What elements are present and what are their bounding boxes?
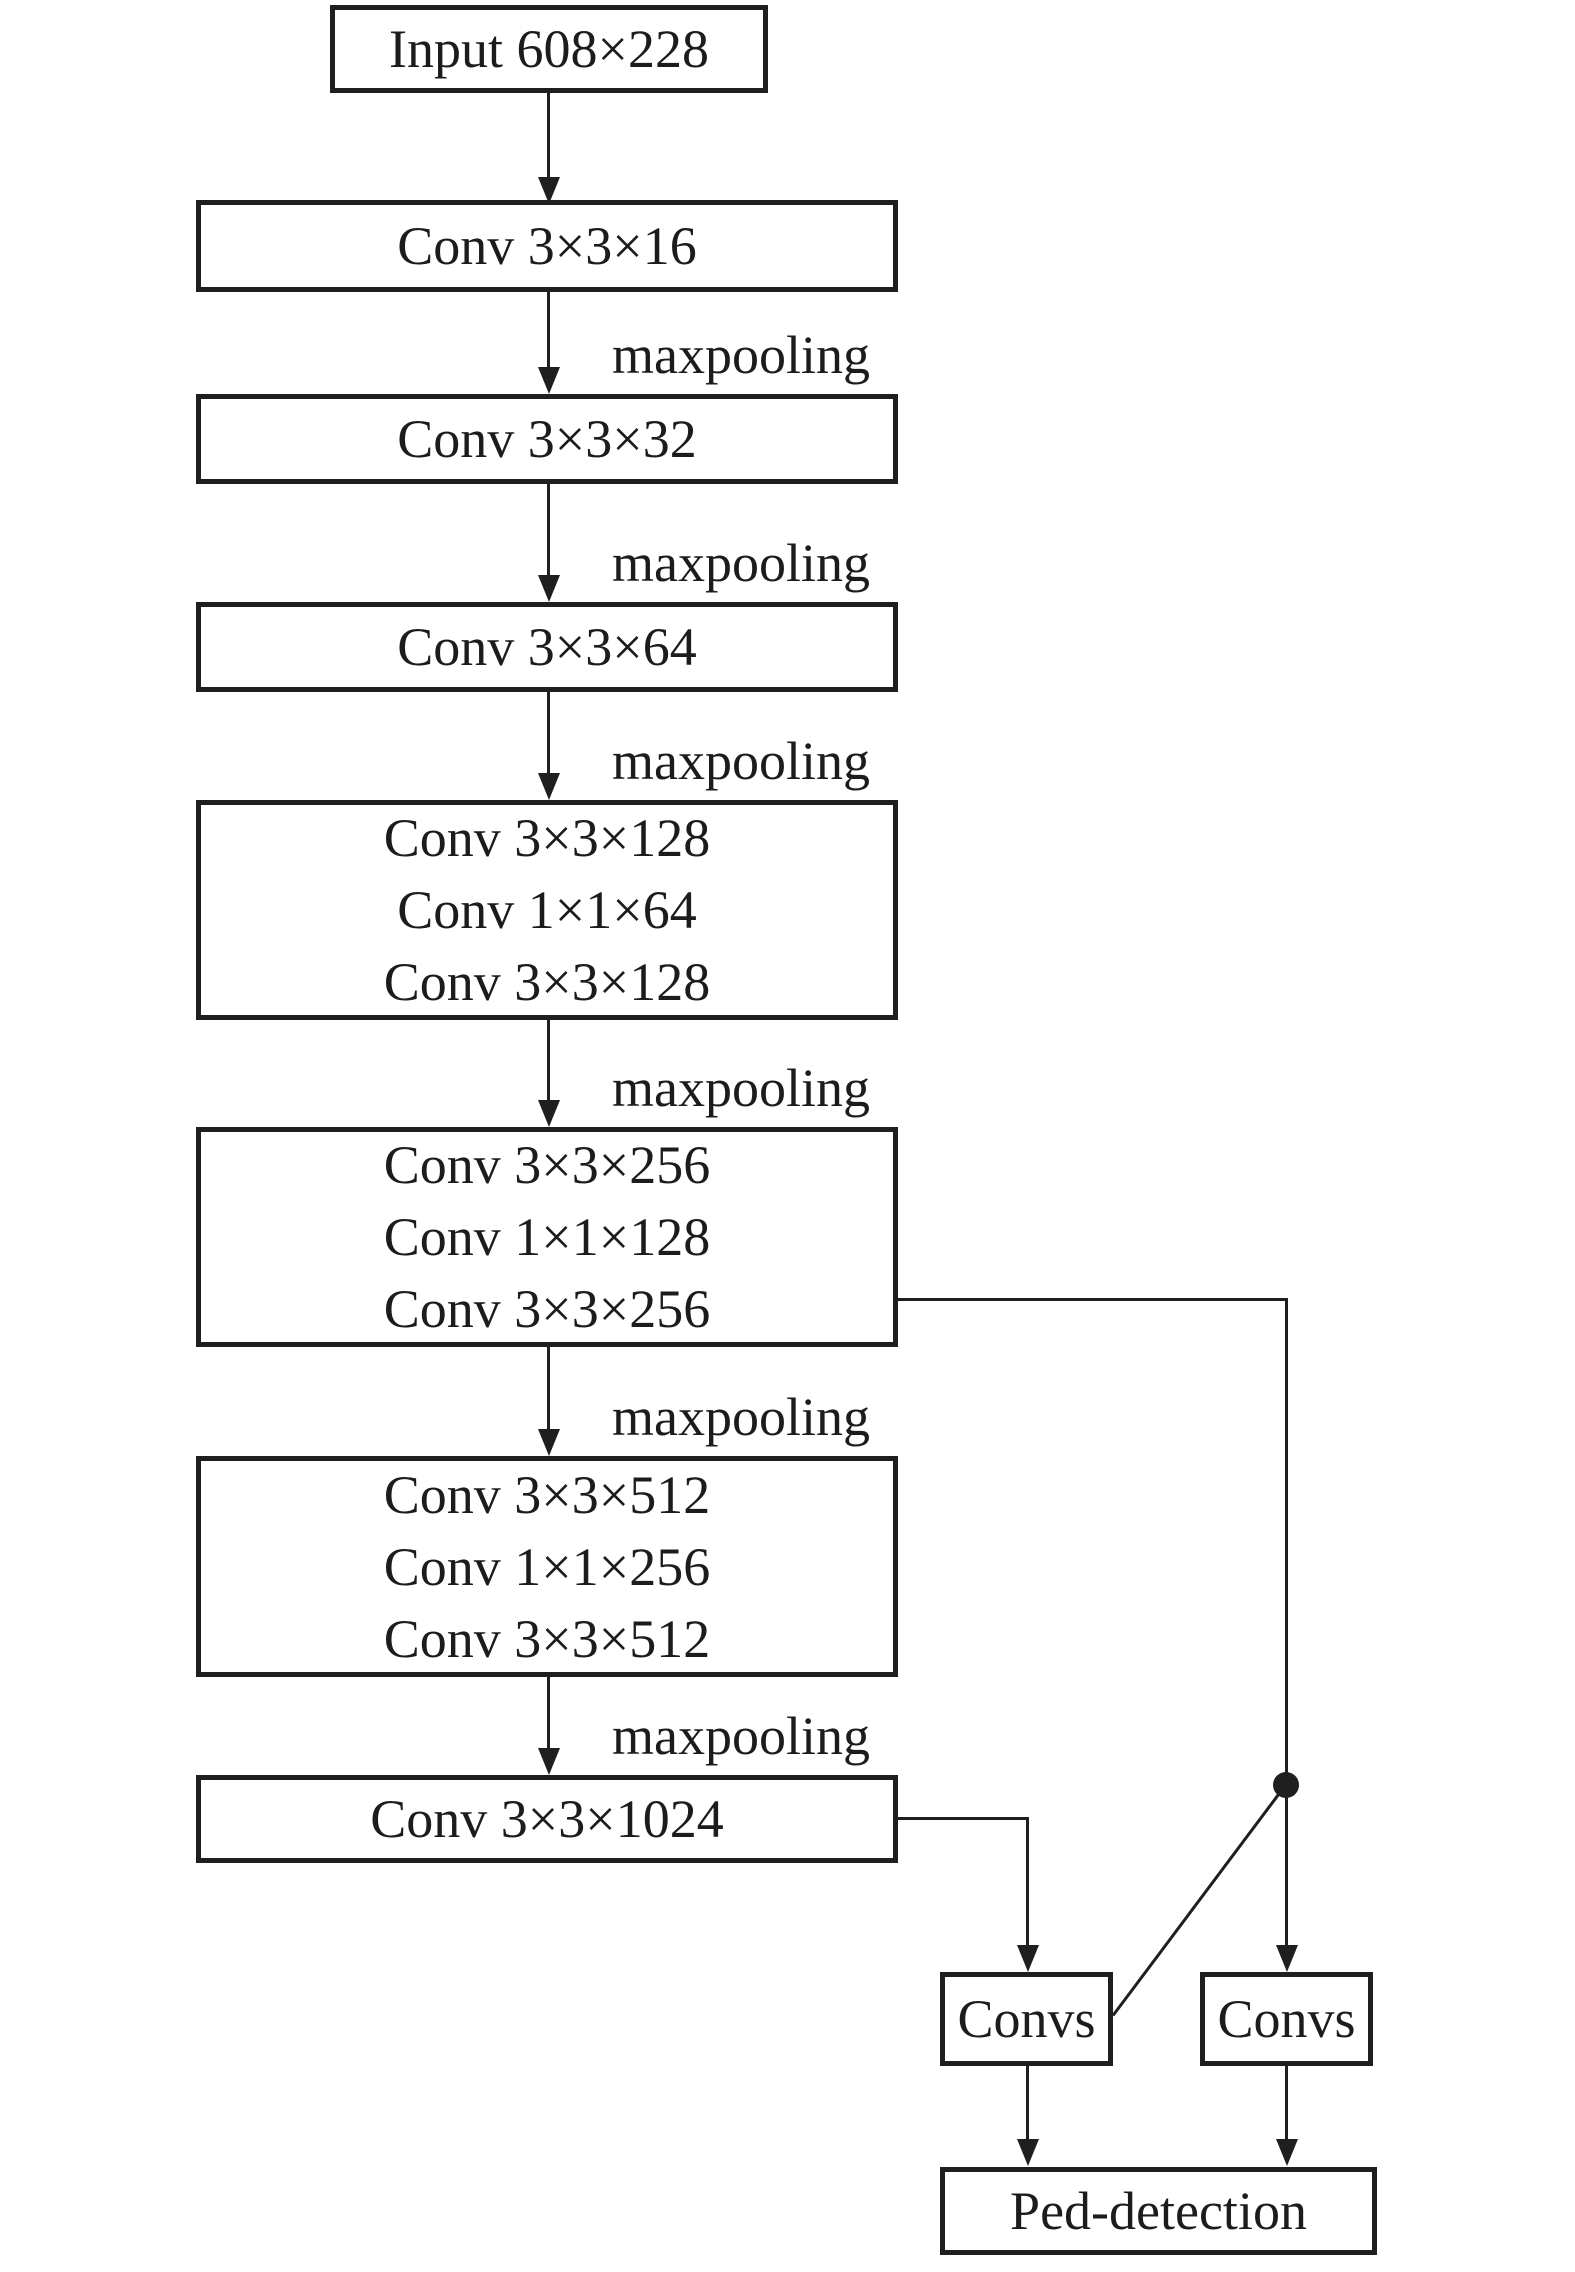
arrow-conv64-to-block128-line xyxy=(547,692,550,774)
arrow-conv64-to-block128-head xyxy=(538,773,560,800)
branch-block256-vertical-line xyxy=(1285,1298,1288,1946)
node-conv-3x3x1024: Conv 3×3×1024 xyxy=(196,1775,898,1863)
arrow-block128-to-block256-head xyxy=(538,1100,560,1127)
block256-line-3: Conv 3×3×256 xyxy=(383,1279,711,1339)
arrow-block128-to-block256-line xyxy=(547,1020,550,1101)
block256-line-1: Conv 3×3×256 xyxy=(383,1135,711,1195)
node-conv-3x3x64: Conv 3×3×64 xyxy=(196,602,898,692)
block256-line-2: Conv 1×1×128 xyxy=(383,1207,711,1267)
arrow-conv32-to-conv64-head xyxy=(538,575,560,602)
node-input: Input 608×228 xyxy=(330,5,768,93)
edge-label-maxpooling-6: maxpooling xyxy=(612,1706,870,1766)
arrow-input-to-conv16-head xyxy=(538,177,560,204)
arrow-convs-right-to-ped-line xyxy=(1285,2066,1288,2140)
block128-line-1: Conv 3×3×128 xyxy=(383,808,711,868)
edge-label-maxpooling-5: maxpooling xyxy=(612,1387,870,1447)
arrow-conv32-to-conv64-line xyxy=(547,484,550,576)
node-conv-block-256: Conv 3×3×256 Conv 1×1×128 Conv 3×3×256 xyxy=(196,1127,898,1347)
arrow-block256-to-block512-head xyxy=(538,1429,560,1456)
node-ped-detection: Ped-detection xyxy=(940,2167,1377,2255)
block512-line-1: Conv 3×3×512 xyxy=(383,1464,711,1525)
arrow-into-convs-left-head xyxy=(1017,1945,1039,1972)
arrow-convs-left-to-ped-head xyxy=(1017,2139,1039,2166)
branch-block256-horizontal-line xyxy=(898,1298,1288,1301)
edge-label-maxpooling-4: maxpooling xyxy=(612,1058,870,1118)
edge-label-maxpooling-1: maxpooling xyxy=(612,325,870,385)
node-conv-3x3x32: Conv 3×3×32 xyxy=(196,394,898,484)
node-conv-3x3x16: Conv 3×3×16 xyxy=(196,200,898,292)
arrow-convs-left-to-ped-line xyxy=(1026,2066,1029,2140)
arrow-block256-to-block512-line xyxy=(547,1347,550,1430)
block128-line-2: Conv 1×1×64 xyxy=(397,880,697,940)
arrow-block512-to-conv1024-head xyxy=(538,1748,560,1775)
node-conv-block-512: Conv 3×3×512 Conv 1×1×256 Conv 3×3×512 xyxy=(196,1456,898,1677)
node-conv-block-128: Conv 3×3×128 Conv 1×1×64 Conv 3×3×128 xyxy=(196,800,898,1020)
edge-label-maxpooling-3: maxpooling xyxy=(612,731,870,791)
branch-conv1024-vertical-line xyxy=(1026,1817,1029,1946)
branch-conv1024-horizontal-line xyxy=(898,1817,1029,1820)
block512-line-3: Conv 3×3×512 xyxy=(383,1608,711,1669)
arrow-input-to-conv16-line xyxy=(547,92,550,178)
block512-line-2: Conv 1×1×256 xyxy=(383,1536,711,1597)
node-convs-left: Convs xyxy=(940,1972,1113,2066)
arrow-block512-to-conv1024-line xyxy=(547,1677,550,1749)
arrow-conv16-to-conv32-head xyxy=(538,367,560,394)
node-convs-right: Convs xyxy=(1200,1972,1373,2066)
arrow-into-convs-right-head xyxy=(1276,1945,1298,1972)
edge-label-maxpooling-2: maxpooling xyxy=(612,533,870,593)
arrow-convs-right-to-ped-head xyxy=(1276,2139,1298,2166)
block128-line-3: Conv 3×3×128 xyxy=(383,952,711,1012)
arrow-conv16-to-conv32-line xyxy=(547,292,550,368)
